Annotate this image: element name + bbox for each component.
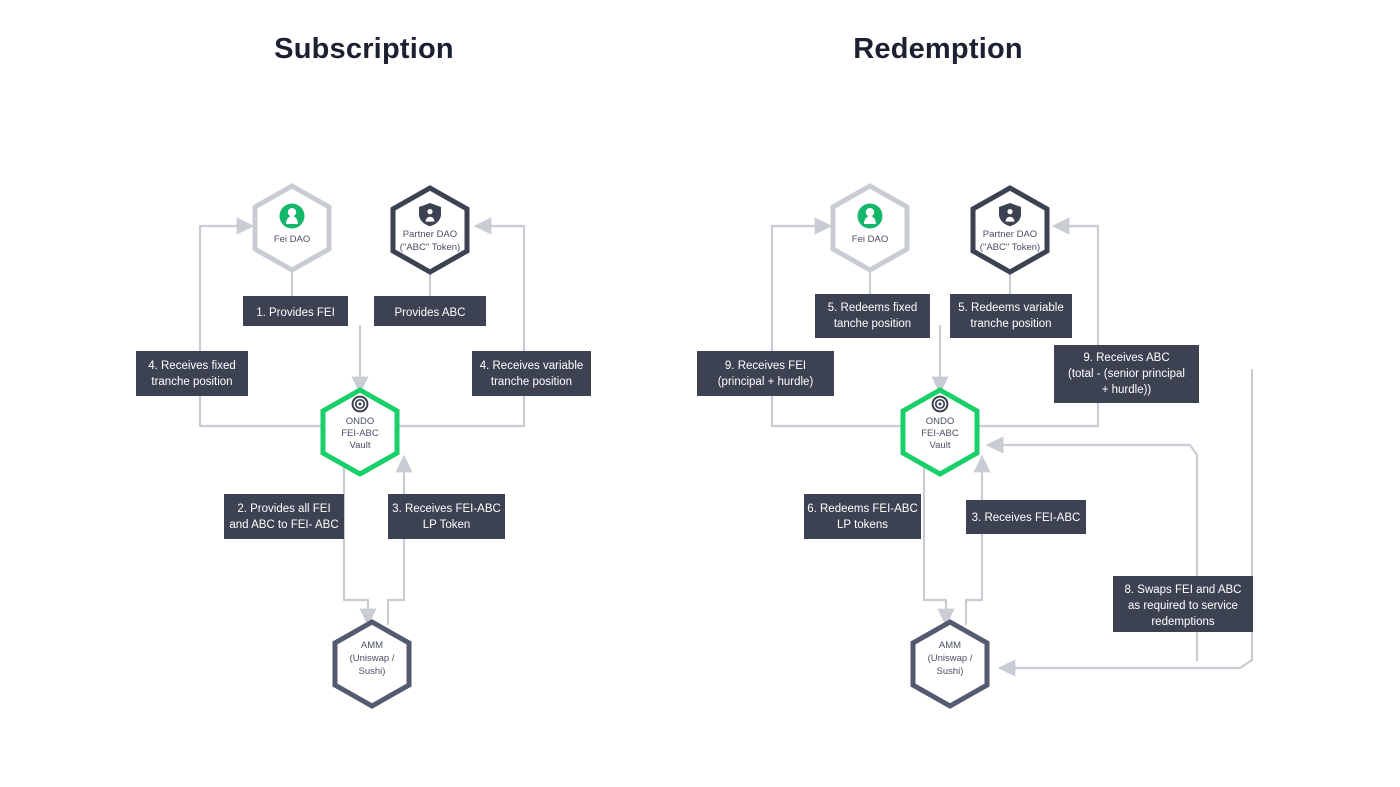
node-sub-amm[interactable]: AMM (Uniswap / Sushi) <box>332 619 412 709</box>
node-red-amm[interactable]: AMM (Uniswap / Sushi) <box>910 619 990 709</box>
node-label-red-vault-1: ONDO <box>926 416 955 427</box>
red-step-5-var-line-1: 5. Redeems variable <box>958 302 1063 314</box>
node-label-red-vault-2: FEI-ABC <box>921 428 959 439</box>
sub-step-4-var-line-2: tranche position <box>491 376 572 388</box>
node-label-sub-vault-2: FEI-ABC <box>341 428 379 439</box>
red-step-6-line-1: 6. Redeems FEI-ABC <box>807 503 918 515</box>
connector-red-vault-to-feidao <box>770 217 908 428</box>
connector-red-vault-to-partnerdao <box>972 217 1100 428</box>
red-step-9-abc-line-2: (total - (senior principal <box>1068 368 1185 380</box>
red-step-6-line-2: LP tokens <box>837 519 888 531</box>
ondo-spiral-icon <box>351 395 369 413</box>
sub-step-4-fixed-line-2: tranche position <box>151 376 232 388</box>
fei-dao-icon-glyph <box>286 208 298 224</box>
node-label-red-partner-dao-2: ("ABC" Token) <box>980 242 1040 253</box>
red-step-9-fei[interactable]: 9. Receives FEI (principal + hurdle) <box>697 351 834 396</box>
sub-step-4-fixed[interactable]: 4. Receives fixed tranche position <box>136 351 248 396</box>
sub-step-3[interactable]: 3. Receives FEI-ABC LP Token <box>388 494 505 539</box>
red-step-8-line-1: 8. Swaps FEI and ABC <box>1125 584 1242 596</box>
node-label-sub-vault-3: Vault <box>350 440 371 451</box>
sub-step-provides-abc[interactable]: Provides ABC <box>374 296 486 326</box>
red-step-8-line-2: as required to service <box>1128 600 1238 612</box>
panel-title-redemption: Redemption <box>853 33 1023 65</box>
redemption-connectors <box>770 217 1254 677</box>
sub-step-4-var-line-1: 4. Receives variable <box>480 360 584 372</box>
connector-vault-to-feidao <box>198 217 328 428</box>
red-step-3-line-1: 3. Receives FEI-ABC <box>972 512 1081 524</box>
node-label-sub-partner-dao-1: Partner DAO <box>403 229 457 240</box>
shield-person-icon-body <box>1005 216 1015 222</box>
connector-vault-to-partnerdao <box>392 217 526 428</box>
shield-person-icon-head <box>1007 209 1013 215</box>
red-step-3[interactable]: 3. Receives FEI-ABC <box>966 500 1086 534</box>
sub-step-4-fixed-line-1: 4. Receives fixed <box>148 360 236 372</box>
sub-step-3-line-1: 3. Receives FEI-ABC <box>392 503 501 515</box>
node-sub-vault[interactable]: ONDO FEI-ABC Vault <box>320 387 400 477</box>
connector-red-swap-to-vault <box>985 436 1199 662</box>
sub-step-abc-line-1: Provides ABC <box>395 307 466 319</box>
sub-step-3-line-2: LP Token <box>423 519 471 531</box>
red-step-5-fixed-line-1: 5. Redeems fixed <box>828 302 918 314</box>
node-label-sub-amm-3: Sushi) <box>359 666 386 677</box>
node-sub-partner-dao[interactable]: Partner DAO ("ABC" Token) <box>390 185 470 275</box>
node-label-red-amm-1: AMM <box>939 640 961 651</box>
node-label-red-amm-2: (Uniswap / <box>928 653 973 664</box>
red-step-6[interactable]: 6. Redeems FEI-ABC LP tokens <box>804 494 921 539</box>
connector-vault-to-amm <box>342 455 377 627</box>
node-label-red-vault-3: Vault <box>930 440 951 451</box>
shield-person-icon <box>419 203 441 227</box>
node-label-sub-amm-2: (Uniswap / <box>350 653 395 664</box>
red-step-8-line-3: redemptions <box>1151 616 1215 628</box>
red-step-9-abc-line-1: 9. Receives ABC <box>1083 352 1169 364</box>
node-red-vault[interactable]: ONDO FEI-ABC Vault <box>900 387 980 477</box>
red-step-9-abc[interactable]: 9. Receives ABC (total - (senior princip… <box>1054 345 1199 403</box>
ondo-spiral-icon <box>931 395 949 413</box>
node-label-red-partner-dao-1: Partner DAO <box>983 229 1037 240</box>
shield-person-icon-body <box>425 216 435 222</box>
connector-red-abc-to-amm <box>997 368 1254 677</box>
sub-step-4-variable[interactable]: 4. Receives variable tranche position <box>472 351 591 396</box>
node-label-sub-amm-1: AMM <box>361 640 383 651</box>
node-label-red-amm-3: Sushi) <box>937 666 964 677</box>
node-label-sub-fei-dao: Fei DAO <box>274 234 310 245</box>
node-label-sub-partner-dao-2: ("ABC" Token) <box>400 242 460 253</box>
node-red-partner-dao[interactable]: Partner DAO ("ABC" Token) <box>970 185 1050 275</box>
red-step-8[interactable]: 8. Swaps FEI and ABC as required to serv… <box>1113 576 1253 632</box>
red-step-5-variable[interactable]: 5. Redeems variable tranche position <box>950 294 1072 338</box>
sub-step-2[interactable]: 2. Provides all FEI and ABC to FEI- ABC <box>224 494 344 539</box>
node-sub-fei-dao[interactable]: Fei DAO <box>252 183 332 273</box>
red-step-9-fei-line-2: (principal + hurdle) <box>718 376 814 388</box>
sub-step-2-line-2: and ABC to FEI- ABC <box>229 519 338 531</box>
red-step-9-fei-line-1: 9. Receives FEI <box>725 360 806 372</box>
red-step-5-var-line-2: tranche position <box>970 318 1051 330</box>
fei-dao-icon-glyph <box>864 208 876 224</box>
sub-step-2-line-1: 2. Provides all FEI <box>237 503 330 515</box>
node-red-fei-dao[interactable]: Fei DAO <box>830 183 910 273</box>
connector-amm-to-vault <box>386 454 413 626</box>
node-label-red-fei-dao: Fei DAO <box>852 234 888 245</box>
shield-person-icon <box>999 203 1021 227</box>
connector-red-amm-to-vault <box>964 454 991 626</box>
sub-step-1[interactable]: 1. Provides FEI <box>243 296 348 326</box>
sub-step-1-line-1: 1. Provides FEI <box>256 307 335 319</box>
red-step-5-fixed[interactable]: 5. Redeems fixed tanche position <box>815 294 930 338</box>
node-label-sub-vault-1: ONDO <box>346 416 375 427</box>
panel-title-subscription: Subscription <box>274 33 454 65</box>
red-step-5-fixed-line-2: tanche position <box>834 318 911 330</box>
shield-person-icon-head <box>427 209 433 215</box>
connector-red-vault-to-amm <box>922 455 955 627</box>
red-step-9-abc-line-3: + hurdle)) <box>1102 384 1152 396</box>
